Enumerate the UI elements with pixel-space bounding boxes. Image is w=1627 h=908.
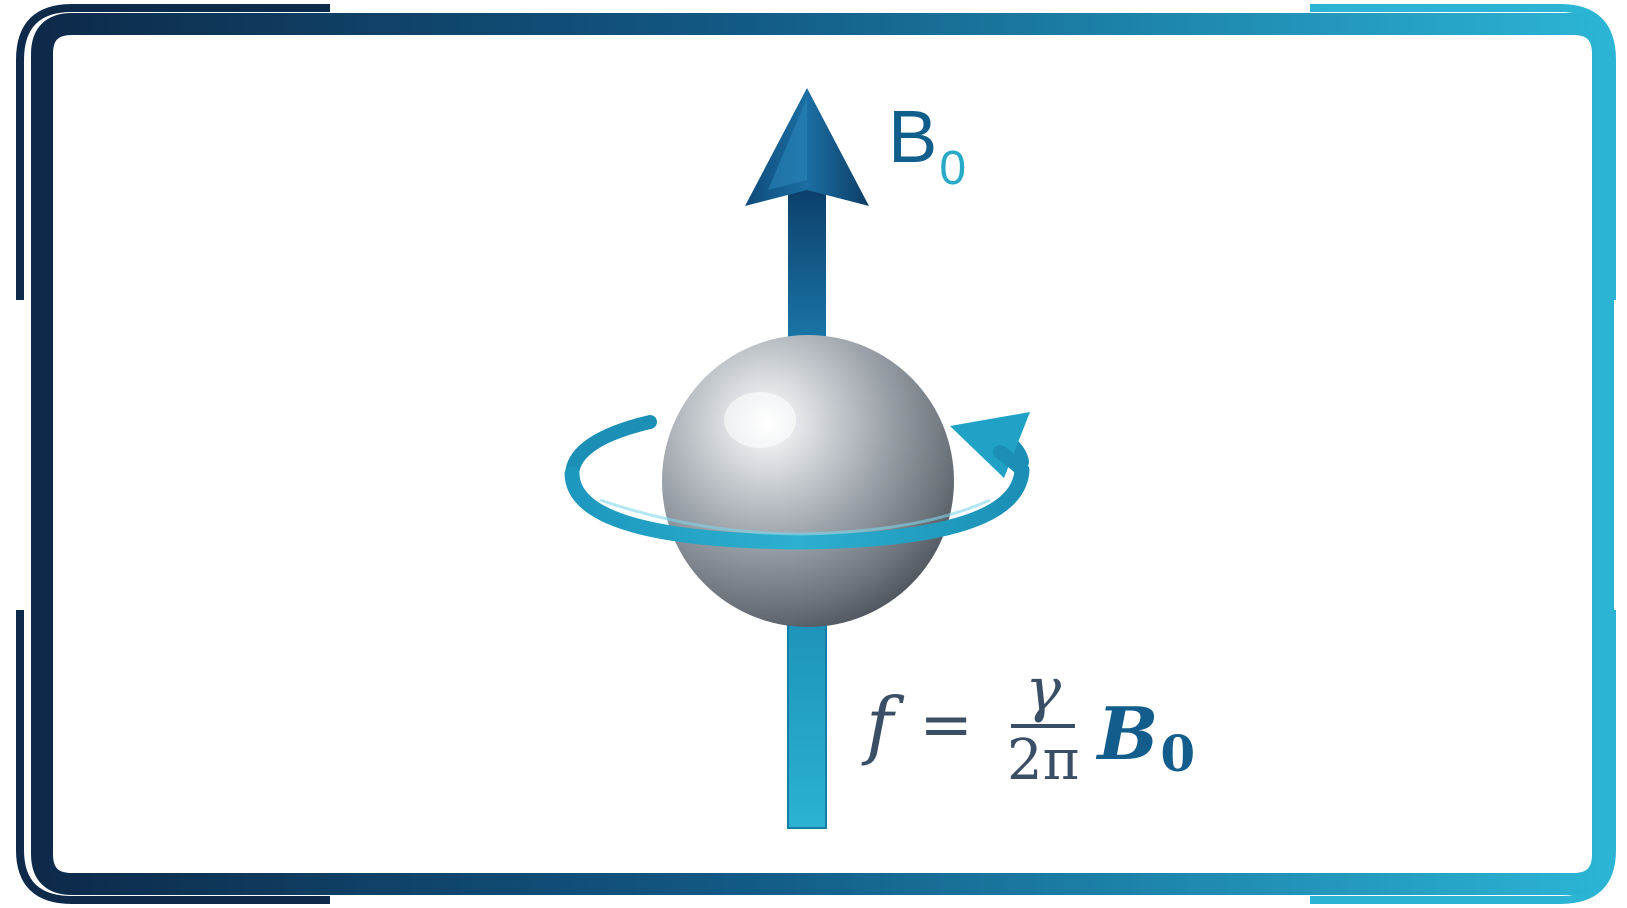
formula-rhs-subscript: 0: [1160, 723, 1196, 783]
precession-ring-front: [564, 462, 1030, 550]
nucleus-sphere-highlight: [724, 392, 796, 448]
formula-rhs-symbol: B: [1097, 690, 1159, 776]
larmor-formula: f = γ 2π B0: [866, 640, 1195, 810]
formula-rhs-field: B0: [1097, 690, 1195, 783]
frame-corner-top-left: [16, 4, 330, 300]
nucleus-sphere: [662, 335, 954, 627]
field-arrow-shaft-lower: [787, 599, 827, 829]
formula-equals: =: [919, 688, 974, 762]
formula-numerator: γ: [1011, 658, 1076, 728]
field-label-subscript: 0: [939, 142, 967, 195]
formula-lhs: f: [866, 682, 894, 768]
frame-corner-top-right: [1310, 4, 1616, 300]
field-label-b0: B0: [888, 100, 966, 193]
precession-ring-front-sheen: [599, 498, 991, 536]
frame-corner-bottom-left: [16, 610, 330, 904]
frame-border: [31, 13, 1614, 895]
field-label-symbol: B: [888, 95, 938, 178]
frame-corner-bottom-right: [1310, 610, 1616, 904]
precession-arrow-tail: [993, 445, 1029, 477]
precession-ring-back: [565, 415, 657, 481]
formula-denominator: 2π: [1007, 727, 1080, 793]
field-arrow-head-highlight: [768, 98, 807, 190]
formula-fraction: γ 2π: [999, 658, 1087, 793]
field-arrow-shaft-upper: [788, 190, 826, 350]
